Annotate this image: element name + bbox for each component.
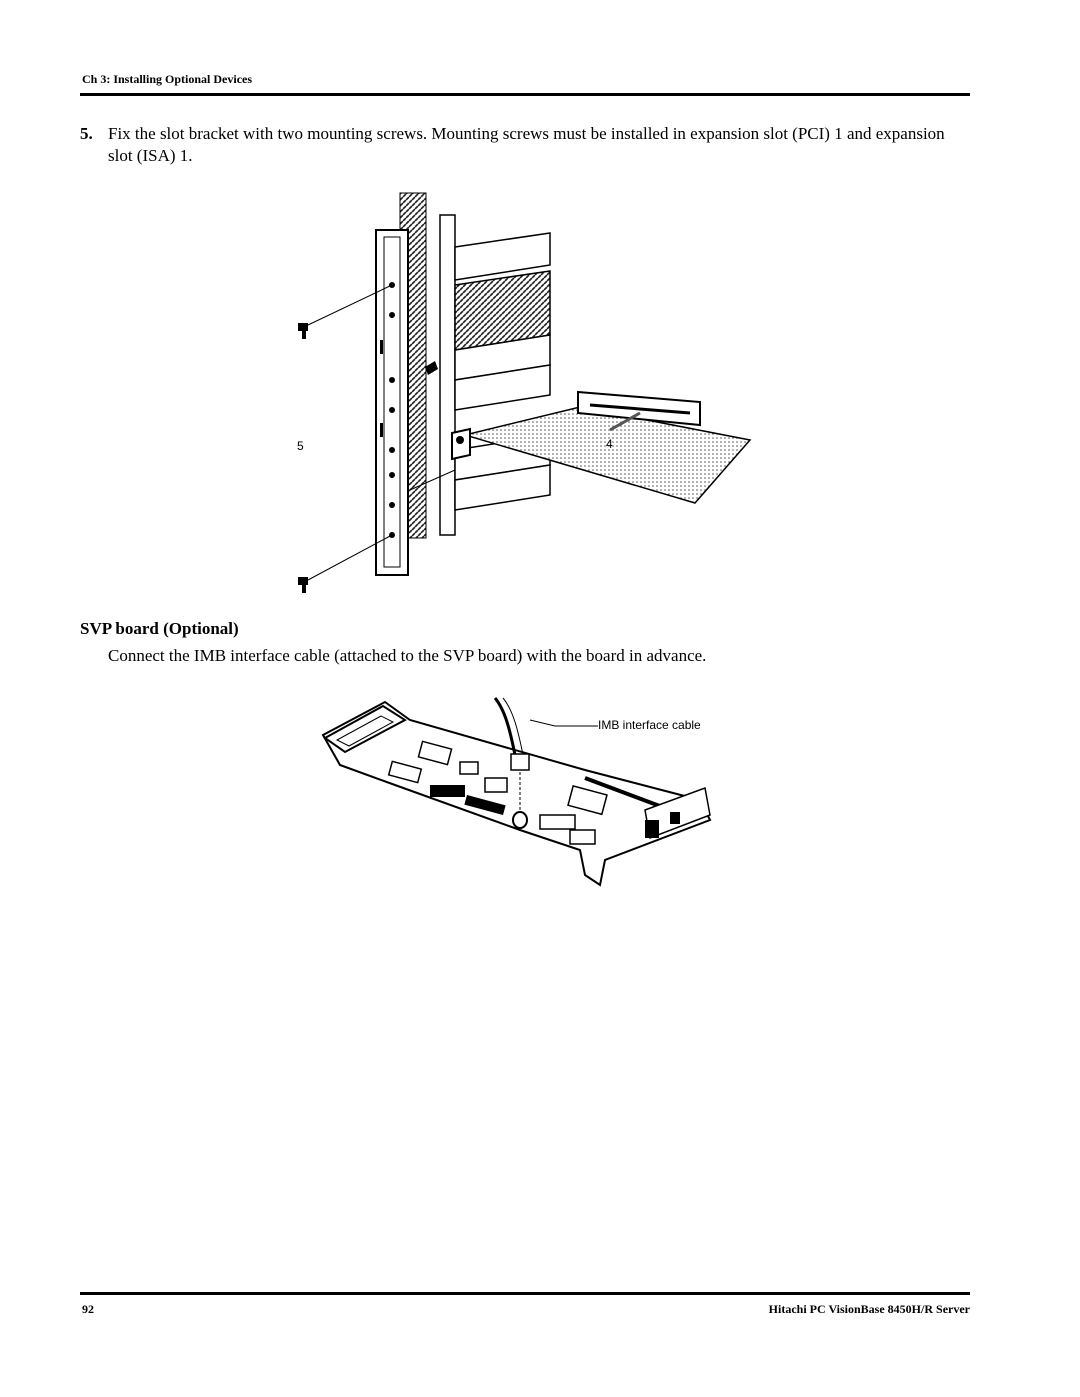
slot-bracket-drawing xyxy=(298,192,752,593)
section-heading: SVP board (Optional) xyxy=(80,619,239,638)
header-rule xyxy=(80,93,970,96)
imb-cable-label: IMB interface cable xyxy=(598,718,701,732)
svp-board-drawing xyxy=(321,697,712,887)
callout-4: 4 xyxy=(606,437,613,451)
slot-bracket-illustration: 5 4 xyxy=(280,185,760,600)
section-paragraph: Connect the IMB interface cable (attache… xyxy=(108,646,707,665)
page-number: 92 xyxy=(82,1302,94,1316)
step-text: Fix the slot bracket with two mounting s… xyxy=(108,124,945,165)
callout-5: 5 xyxy=(297,439,304,453)
svp-board-illustration xyxy=(315,690,735,895)
chapter-heading: Ch 3: Installing Optional Devices xyxy=(82,72,253,86)
product-name: Hitachi PC VisionBase 8450H/R Server xyxy=(768,1302,970,1316)
footer-rule xyxy=(80,1292,970,1295)
step-number: 5. xyxy=(80,124,93,143)
